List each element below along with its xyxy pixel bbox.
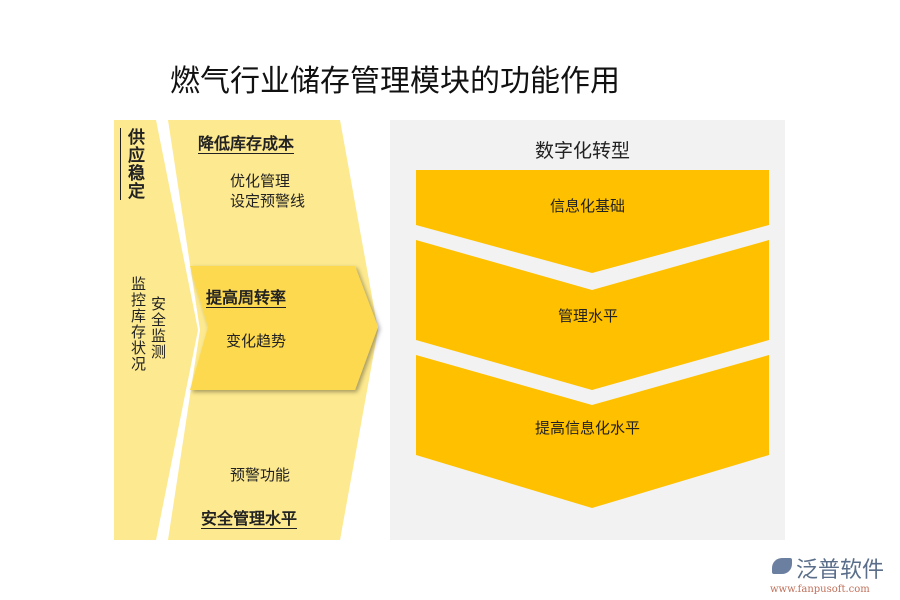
strip-col1: 监控库存状况 xyxy=(129,276,147,372)
top-heading: 降低库存成本 xyxy=(198,134,295,153)
logo-name: 泛普软件 xyxy=(796,558,885,583)
mid-text: 变化趋势 xyxy=(226,332,287,350)
page-title: 燃气行业储存管理模块的功能作用 xyxy=(170,64,620,99)
left-strip xyxy=(114,120,198,540)
step-2 xyxy=(416,240,769,390)
step-1 xyxy=(416,170,769,273)
step-2-label: 管理水平 xyxy=(558,307,619,325)
bottom-heading: 安全管理水平 xyxy=(201,509,298,528)
step-3-label: 提高信息化水平 xyxy=(535,419,641,437)
step-1-label: 信息化基础 xyxy=(550,197,626,215)
top-line1: 优化管理 xyxy=(230,172,291,190)
right-heading: 数字化转型 xyxy=(535,140,631,162)
step-3 xyxy=(416,355,769,508)
top-line2: 设定预警线 xyxy=(230,192,306,210)
logo-url: www.fanpusoft.com xyxy=(770,584,870,595)
logo-icon xyxy=(772,558,792,574)
bottom-text: 预警功能 xyxy=(230,466,291,484)
highlight-chevron xyxy=(190,266,378,390)
strip-heading: 供应稳定 xyxy=(124,128,144,200)
mid-heading: 提高周转率 xyxy=(206,288,287,307)
logo: 泛普软件 www.fanpusoft.com xyxy=(770,552,884,595)
strip-col2: 安全监测 xyxy=(149,296,167,360)
